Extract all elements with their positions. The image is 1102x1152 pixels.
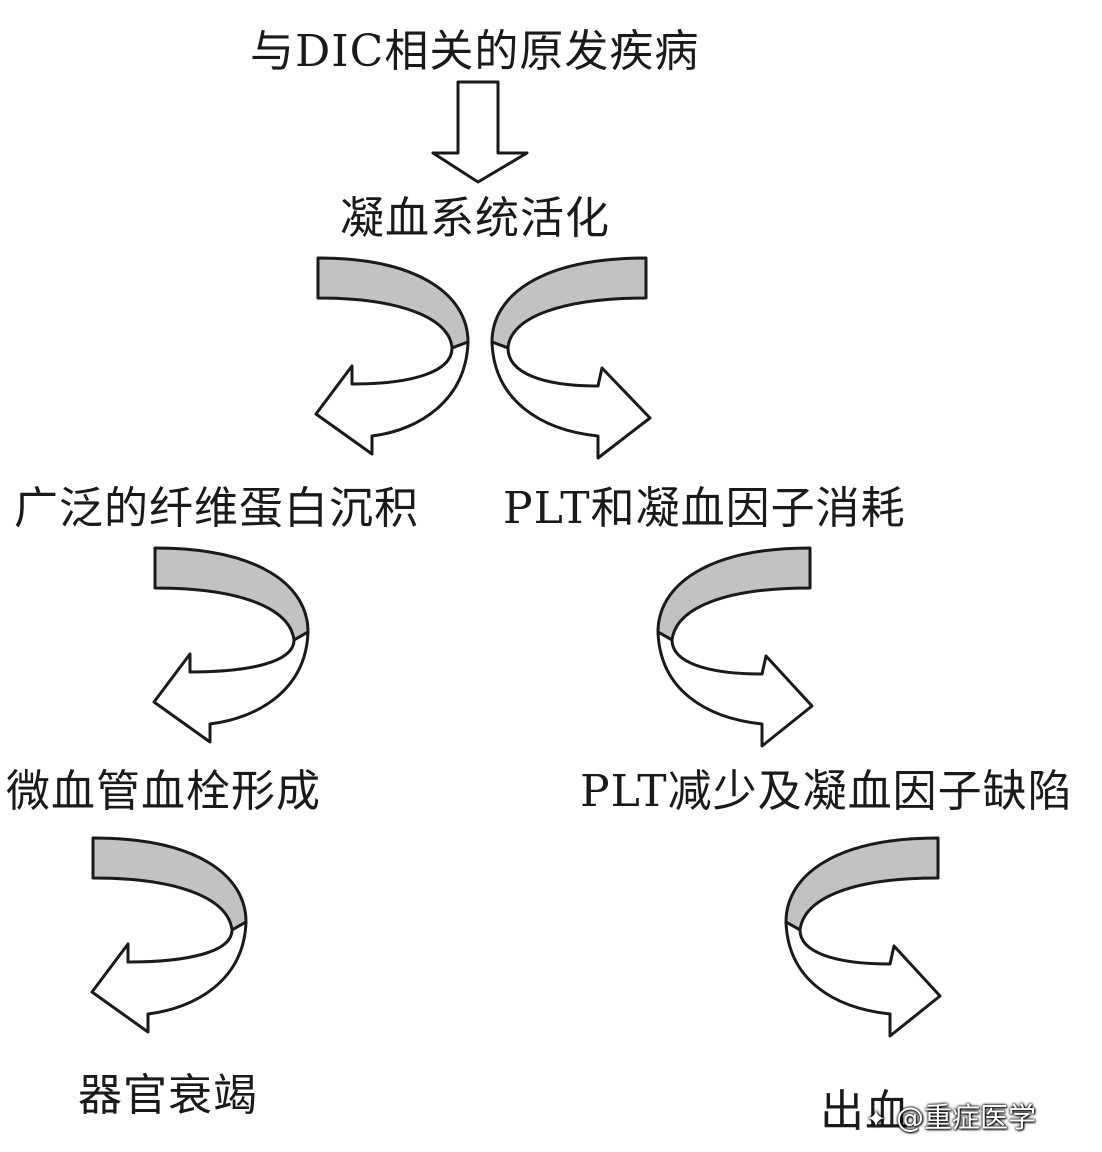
curved-arrow-left-2 [152,546,310,744]
curved-arrow-right-3 [784,836,942,1038]
node-bleeding: 出血 [820,1086,910,1137]
curved-arrow-right-1 [490,256,652,460]
curved-arrow-left-1 [314,256,470,456]
node-plt-consumption: PLT和凝血因子消耗 [503,483,906,534]
node-coagulation-activation: 凝血系统活化 [340,193,610,244]
toutiao-logo-icon: ✦ [866,1105,887,1133]
curved-arrow-left-3 [90,836,248,1034]
watermark-text: @重症医学 [896,1101,1037,1134]
down-arrow [431,80,529,184]
node-organ-failure: 器官衰竭 [78,1070,258,1121]
watermark: ✦ @重症医学 [866,1096,1036,1136]
node-plt-deficiency: PLT减少及凝血因子缺陷 [580,766,1073,817]
node-primary-disease: 与DIC相关的原发疾病 [250,26,700,77]
node-microthrombosis: 微血管血栓形成 [6,766,321,817]
curved-arrow-right-2 [656,546,814,748]
node-fibrin-deposition: 广泛的纤维蛋白沉积 [14,483,419,534]
